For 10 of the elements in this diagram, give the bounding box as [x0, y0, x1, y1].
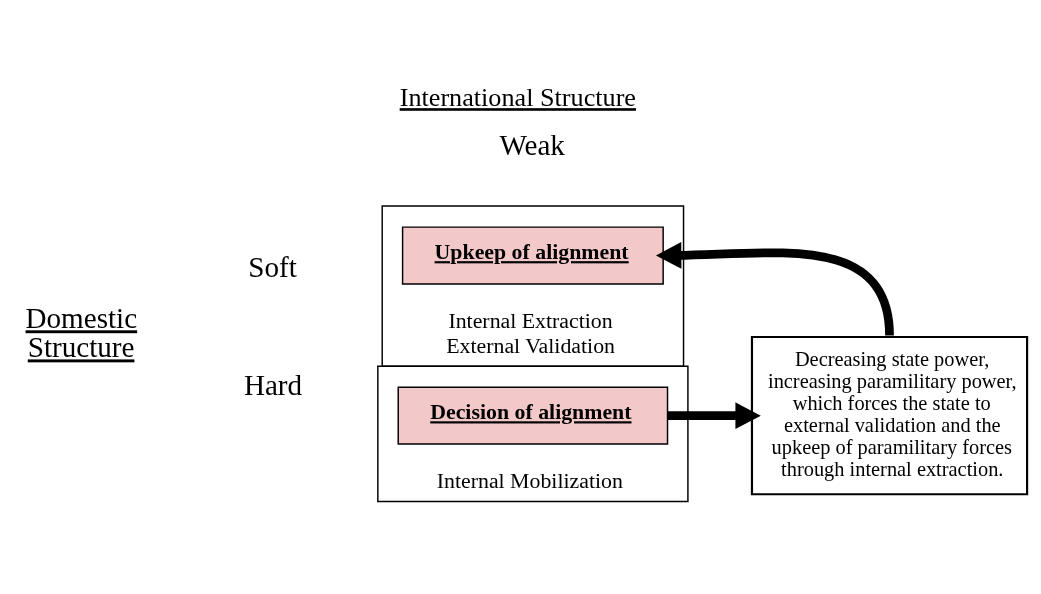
node-box: Upkeep of alignment	[401, 226, 664, 285]
label: Hard	[243, 369, 303, 402]
label: Soft	[248, 251, 297, 284]
arrow	[655, 242, 894, 336]
node-box: Decreasing state power, increasing paramilitary power, which forces the state to external validation and the upkeep of paramilitary forces through internal extraction.	[750, 335, 1029, 496]
node-box: Decision of alignment	[397, 386, 669, 445]
diagram-title: International Structure	[399, 83, 636, 113]
arrow	[667, 402, 761, 429]
label: Weak	[499, 129, 565, 162]
label: Domestic Structure	[25, 302, 138, 364]
